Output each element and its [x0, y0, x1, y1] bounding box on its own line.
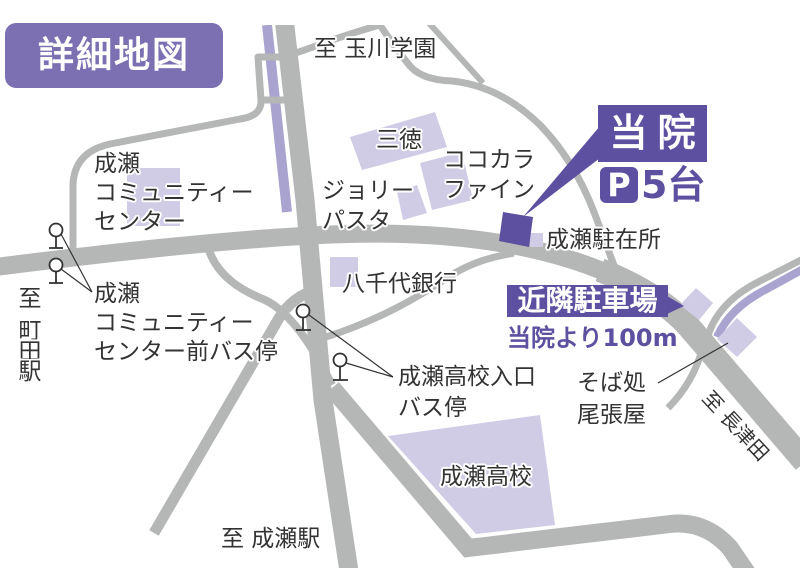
road-north-curve — [375, 25, 625, 286]
label-police-box: 成瀬駐在所 — [546, 227, 661, 253]
road-southwest-curve — [203, 242, 336, 387]
road-community-center-loop — [69, 99, 265, 254]
label-line: センター — [94, 209, 186, 235]
label-santoku: 三徳 — [376, 127, 422, 153]
leader-line — [60, 233, 93, 293]
road-high-school-loop — [325, 382, 755, 568]
road-east-branch — [665, 256, 800, 411]
label-line: コミュニティー — [94, 180, 254, 206]
label-community-center-bus-stop: 成瀬 コミュニティー センター前バス停 — [94, 280, 278, 367]
road-to-naruse-station — [149, 286, 313, 536]
leader-line — [60, 268, 93, 293]
santoku-building — [350, 112, 447, 170]
leader-line — [308, 314, 394, 378]
high-school-building — [388, 415, 555, 534]
label-yachiyo-bank: 八千代銀行 — [342, 271, 457, 297]
label-line: パスタ — [322, 208, 391, 234]
nearby-parking-lot-2 — [717, 318, 757, 357]
label-jolly-pasta: ジョリー パスタ — [322, 176, 414, 236]
bus-stop-icon — [48, 222, 64, 249]
direction-prefix: 至 — [18, 286, 42, 312]
parking-spaces: 5台 — [641, 163, 706, 207]
direction-destination: 町田駅 — [18, 318, 42, 385]
bus-stop-icon — [48, 257, 64, 284]
nearby-parking-distance: 当院より100m — [507, 324, 678, 352]
label-line: 成瀬高校入口 — [398, 364, 536, 390]
clinic-label: 当院 — [598, 105, 707, 162]
nearby-parking-lot-1 — [680, 288, 713, 320]
label-line: ファイン — [443, 177, 535, 203]
label-line: センター前バス停 — [94, 339, 278, 365]
label-machida-direction: 至 町田駅 — [17, 285, 43, 383]
road-yachiyo-bank — [324, 249, 515, 341]
clinic-callout-pointer — [523, 126, 600, 217]
bus-stop-icon — [295, 303, 311, 331]
cococara-building — [420, 152, 473, 210]
road-north-straight — [426, 25, 486, 86]
leader-line — [657, 342, 729, 384]
label-high-school: 成瀬高校 — [440, 464, 532, 490]
label-line: ジョリー — [322, 178, 414, 204]
label-line: 成瀬 — [94, 151, 140, 177]
label-line: そば処 — [577, 370, 646, 396]
bus-stop-icon — [332, 352, 348, 381]
label-high-school-entrance-bus-stop: 成瀬高校入口 バス停 — [398, 362, 536, 424]
label-line: ココカラ — [443, 147, 535, 173]
label-tamagawa-direction: 至 玉川学園 — [314, 36, 437, 62]
road-to-tamagawa — [291, 25, 384, 58]
road-main-vertical — [275, 25, 359, 568]
nearby-parking-label: 近隣駐車場 — [507, 285, 668, 317]
label-community-center: 成瀬 コミュニティー センター — [94, 150, 254, 237]
road-underpass-loop — [254, 53, 286, 104]
label-line: 成瀬 — [94, 281, 140, 307]
community-center-building — [127, 168, 180, 226]
map-title: 詳細地図 — [5, 23, 223, 88]
leader-line — [345, 362, 394, 378]
clinic-marker-icon — [499, 212, 533, 247]
label-cococara-fine: ココカラ ファイン — [443, 145, 535, 205]
label-line: 尾張屋 — [577, 402, 646, 428]
river-strip-east — [713, 266, 800, 339]
label-line: バス停 — [398, 395, 467, 421]
jolly-pasta-building — [397, 185, 427, 220]
label-soba-owariya: そば処 尾張屋 — [577, 367, 646, 431]
arrow-right-icon — [667, 296, 684, 314]
yachiyo-bank-building — [330, 257, 358, 287]
label-line: コミュニティー — [94, 310, 254, 336]
parking-icon: P — [600, 167, 638, 203]
label-naruse-station-direction: 至 成瀬駅 — [221, 526, 321, 552]
police-box-building — [530, 233, 543, 247]
